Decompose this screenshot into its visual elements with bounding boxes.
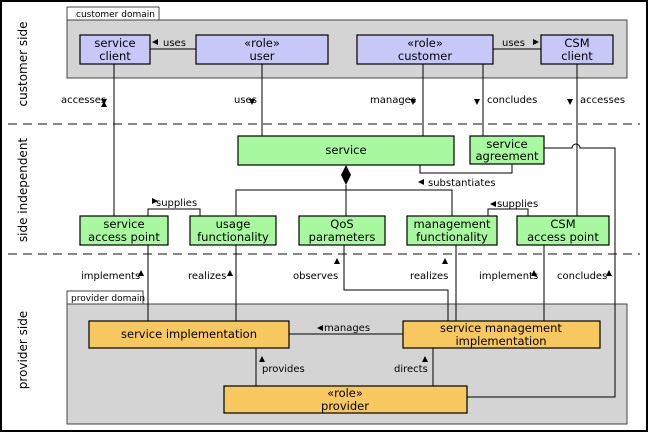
label-realizes-left: realizes — [188, 271, 226, 282]
connectors — [113, 48, 616, 398]
svg-text:access point: access point — [527, 230, 599, 244]
svg-text:service implementation: service implementation — [121, 327, 257, 341]
arrowheads — [101, 39, 612, 362]
svg-text:customer: customer — [398, 49, 452, 63]
provider-domain-label: provider domain — [71, 294, 145, 304]
svg-text:CSM: CSM — [564, 36, 589, 50]
svg-text:«role»: «role» — [244, 36, 280, 50]
arrow-down-icon — [101, 99, 107, 105]
svg-text:service: service — [325, 143, 366, 157]
node-customer: «role» customer — [356, 34, 494, 65]
svg-text:service: service — [486, 137, 527, 151]
svg-text:CSM: CSM — [550, 217, 575, 231]
node-csm-access-point: CSM access point — [516, 215, 610, 246]
arrow-left-icon — [152, 39, 158, 45]
node-qos-parameters: QoS parameters — [298, 215, 386, 246]
svg-text:«role»: «role» — [407, 36, 443, 50]
node-service-management-implementation: service management implementation — [402, 320, 601, 349]
svg-text:functionality: functionality — [416, 230, 488, 244]
svg-text:parameters: parameters — [309, 230, 376, 244]
label-concludes-bottom: concludes — [557, 271, 607, 282]
svg-text:access point: access point — [88, 230, 160, 244]
arrow-right-icon — [533, 39, 539, 45]
arrow-down-icon — [410, 99, 416, 105]
svg-text:service: service — [103, 217, 144, 231]
composition-diamond — [341, 165, 351, 185]
arrow-up-icon — [259, 356, 265, 362]
arrow-up-icon — [442, 258, 448, 264]
arrow-down-icon — [567, 99, 573, 105]
svg-text:service management: service management — [440, 321, 562, 335]
provider-side-label: provider side — [16, 311, 30, 389]
label-accesses-right: accesses — [580, 95, 625, 106]
label-realizes-right: realizes — [410, 271, 448, 282]
node-user: «role» user — [195, 34, 329, 65]
arrow-down-icon — [249, 99, 255, 105]
arrow-up-icon — [334, 258, 340, 264]
svg-text:usage: usage — [216, 217, 251, 231]
label-uses-top-right: uses — [502, 38, 525, 49]
node-management-functionality: management functionality — [406, 215, 498, 246]
label-manages-mid: manages — [370, 95, 416, 106]
customer-domain-label: customer domain — [76, 10, 155, 20]
label-implements-right: implements — [479, 271, 538, 282]
label-observes: observes — [293, 271, 338, 282]
arrow-up-icon — [227, 270, 233, 276]
label-accesses-left: accesses — [61, 95, 106, 106]
arrow-left-icon — [490, 201, 496, 207]
node-provider: «role» provider — [223, 385, 468, 414]
svg-text:agreement: agreement — [475, 149, 539, 163]
node-service-client: service client — [79, 34, 151, 65]
svg-text:QoS: QoS — [330, 217, 353, 231]
svg-text:provider: provider — [321, 399, 369, 413]
arrow-down-icon — [474, 99, 480, 105]
arrow-up-icon — [531, 270, 537, 276]
svg-text:client: client — [561, 49, 593, 63]
node-service-agreement: service agreement — [469, 135, 545, 165]
arrow-up-icon — [606, 270, 612, 276]
label-supplies-left: supplies — [156, 198, 197, 209]
label-uses-mid: uses — [234, 95, 257, 106]
arrow-up-icon — [422, 356, 428, 362]
label-provides: provides — [262, 364, 305, 375]
label-implements-left: implements — [81, 271, 140, 282]
node-service: service — [237, 135, 455, 166]
node-usage-functionality: usage functionality — [189, 215, 277, 246]
svg-text:user: user — [249, 49, 274, 63]
svg-text:service: service — [94, 36, 135, 50]
node-service-implementation: service implementation — [88, 320, 290, 349]
side-independent-label: side independent — [16, 138, 30, 243]
label-directs: directs — [394, 364, 428, 375]
arrow-left-icon — [418, 179, 424, 185]
svg-text:«role»: «role» — [327, 386, 363, 400]
svg-text:management: management — [413, 217, 491, 231]
connector-labels: uses uses accesses uses manages conclude… — [61, 38, 625, 375]
label-concludes-mid: concludes — [487, 95, 537, 106]
label-uses-top-left: uses — [163, 38, 186, 49]
customer-side-label: customer side — [16, 22, 30, 107]
node-service-access-point: service access point — [79, 215, 169, 246]
arrow-up-icon — [138, 270, 144, 276]
label-manages-bottom: manages — [324, 323, 370, 334]
svg-text:functionality: functionality — [197, 230, 269, 244]
label-substantiates: substantiates — [428, 178, 496, 189]
label-supplies-right: supplies — [497, 199, 538, 210]
arrow-left-icon — [317, 325, 323, 331]
svg-text:implementation: implementation — [455, 334, 546, 348]
node-csm-client: CSM client — [540, 34, 614, 65]
svg-text:client: client — [99, 49, 131, 63]
arrow-right-icon — [152, 198, 158, 204]
